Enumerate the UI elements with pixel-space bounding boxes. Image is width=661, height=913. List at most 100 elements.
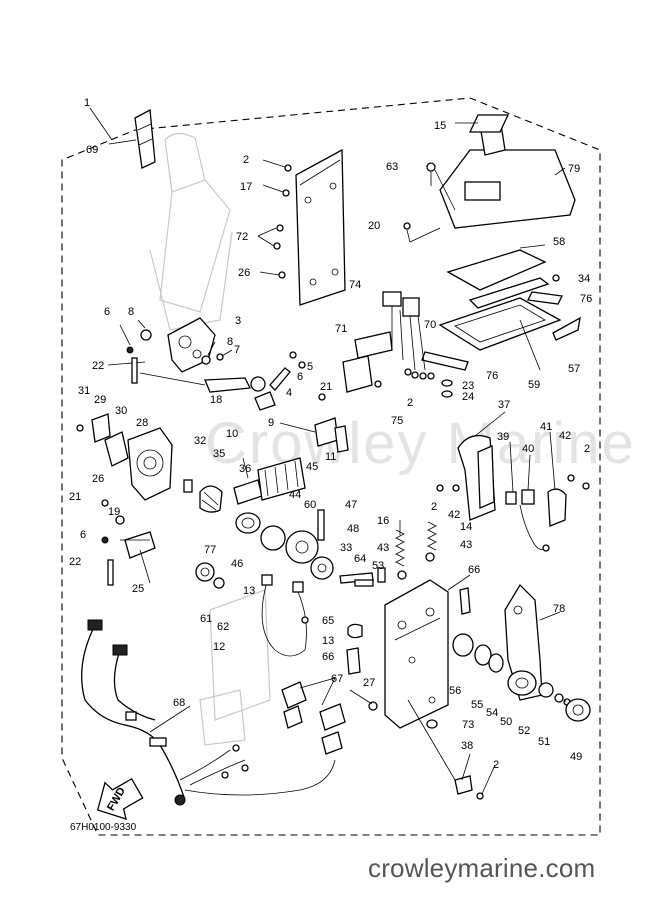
part-label-38[interactable]: 38 xyxy=(461,740,473,752)
part-label-37[interactable]: 37 xyxy=(498,399,510,411)
part-label-17[interactable]: 17 xyxy=(240,181,252,193)
part-label-11[interactable]: 11 xyxy=(325,451,336,463)
part-label-29[interactable]: 29 xyxy=(94,394,106,406)
part-label-34[interactable]: 34 xyxy=(578,273,590,285)
part-label-15[interactable]: 15 xyxy=(434,120,446,132)
part-label-4[interactable]: 4 xyxy=(286,387,292,399)
part-label-47[interactable]: 47 xyxy=(345,499,357,511)
part-label-16[interactable]: 16 xyxy=(377,515,389,527)
part-label-49[interactable]: 49 xyxy=(570,751,582,763)
part-label-66[interactable]: 66 xyxy=(468,564,480,576)
part-label-56[interactable]: 56 xyxy=(449,685,461,697)
part-label-33[interactable]: 33 xyxy=(340,542,352,554)
part-label-27[interactable]: 27 xyxy=(363,677,375,689)
part-label-13[interactable]: 13 xyxy=(322,635,334,647)
part-label-42[interactable]: 42 xyxy=(559,430,571,442)
part-label-14[interactable]: 14 xyxy=(460,521,472,533)
part-label-74[interactable]: 74 xyxy=(349,279,361,291)
part-label-64[interactable]: 64 xyxy=(354,553,366,565)
part-label-23[interactable]: 23 xyxy=(462,380,474,392)
part-label-53[interactable]: 53 xyxy=(372,560,384,572)
washer-23 xyxy=(441,379,453,387)
part-label-57[interactable]: 57 xyxy=(568,363,580,375)
part-label-1[interactable]: 1 xyxy=(84,97,90,109)
part-label-41[interactable]: 41 xyxy=(540,421,552,433)
part-label-2[interactable]: 2 xyxy=(407,397,413,409)
part-label-39[interactable]: 39 xyxy=(497,431,509,443)
part-label-19[interactable]: 19 xyxy=(108,506,120,518)
part-label-50[interactable]: 50 xyxy=(500,716,512,728)
part-label-77[interactable]: 77 xyxy=(204,544,216,556)
part-label-44[interactable]: 44 xyxy=(289,489,301,501)
part-label-7[interactable]: 7 xyxy=(234,344,240,356)
part-label-18[interactable]: 18 xyxy=(210,394,222,406)
part-label-9[interactable]: 9 xyxy=(268,417,274,429)
part-label-45[interactable]: 45 xyxy=(306,461,318,473)
part-label-28[interactable]: 28 xyxy=(136,417,148,429)
part-label-79[interactable]: 79 xyxy=(568,163,580,175)
part-label-31[interactable]: 31 xyxy=(78,385,90,397)
part-label-43[interactable]: 43 xyxy=(377,542,389,554)
part-label-46[interactable]: 46 xyxy=(231,558,243,570)
part-label-25[interactable]: 25 xyxy=(132,583,144,595)
part-label-22[interactable]: 22 xyxy=(69,556,81,568)
part-label-21[interactable]: 21 xyxy=(320,381,332,393)
part-label-71[interactable]: 71 xyxy=(335,323,347,335)
part-label-52[interactable]: 52 xyxy=(518,725,530,737)
part-label-51[interactable]: 51 xyxy=(538,736,550,748)
part-label-6[interactable]: 6 xyxy=(297,371,303,383)
part-label-54[interactable]: 54 xyxy=(486,707,498,719)
part-label-62[interactable]: 62 xyxy=(217,621,229,633)
part-label-13[interactable]: 13 xyxy=(243,585,255,597)
part-label-42[interactable]: 42 xyxy=(448,509,460,521)
part-label-32[interactable]: 32 xyxy=(194,435,206,447)
part-label-35[interactable]: 35 xyxy=(213,448,225,460)
part-label-69[interactable]: 69 xyxy=(86,144,98,156)
part-label-75[interactable]: 75 xyxy=(391,415,403,427)
part-label-67[interactable]: 67 xyxy=(331,673,343,685)
part-label-6[interactable]: 6 xyxy=(104,306,110,318)
part-label-36[interactable]: 36 xyxy=(239,463,251,475)
part-label-63[interactable]: 63 xyxy=(386,161,398,173)
site-url-link[interactable]: crowleymarine.com xyxy=(368,853,596,883)
part-label-8[interactable]: 8 xyxy=(128,306,134,318)
part-label-66[interactable]: 66 xyxy=(322,651,334,663)
part-label-22[interactable]: 22 xyxy=(92,360,104,372)
part-label-2[interactable]: 2 xyxy=(584,443,590,455)
part-label-21[interactable]: 21 xyxy=(69,491,81,503)
part-label-72[interactable]: 72 xyxy=(236,231,248,243)
part-label-73[interactable]: 73 xyxy=(462,719,474,731)
part-label-2[interactable]: 2 xyxy=(493,759,499,771)
part-label-10[interactable]: 10 xyxy=(226,428,238,440)
screws-top-center xyxy=(257,159,292,279)
part-label-6[interactable]: 6 xyxy=(80,529,86,541)
part-label-78[interactable]: 78 xyxy=(553,603,565,615)
part-label-48[interactable]: 48 xyxy=(347,523,359,535)
part-label-20[interactable]: 20 xyxy=(368,220,380,232)
part-label-30[interactable]: 30 xyxy=(115,405,127,417)
part-label-2[interactable]: 2 xyxy=(243,154,249,166)
part-label-61[interactable]: 61 xyxy=(200,613,212,625)
part-label-43[interactable]: 43 xyxy=(460,539,472,551)
part-label-65[interactable]: 65 xyxy=(322,615,334,627)
part-label-40[interactable]: 40 xyxy=(522,443,534,455)
part-label-59[interactable]: 59 xyxy=(528,379,540,391)
part-label-76[interactable]: 76 xyxy=(580,293,592,305)
part-label-76[interactable]: 76 xyxy=(486,370,498,382)
part-label-12[interactable]: 12 xyxy=(213,641,225,653)
part-label-68[interactable]: 68 xyxy=(173,697,185,709)
part-label-2[interactable]: 2 xyxy=(431,501,437,513)
part-label-3[interactable]: 3 xyxy=(235,315,241,327)
part-label-55[interactable]: 55 xyxy=(471,699,483,711)
connectors-67 xyxy=(281,681,346,755)
part-label-8[interactable]: 8 xyxy=(227,336,233,348)
part-label-60[interactable]: 60 xyxy=(304,499,316,511)
part-label-26[interactable]: 26 xyxy=(92,473,104,485)
part-label-5[interactable]: 5 xyxy=(307,361,313,373)
part-label-24[interactable]: 24 xyxy=(462,391,474,403)
part-label-26[interactable]: 26 xyxy=(238,267,250,279)
ring-55 xyxy=(474,644,492,666)
part-label-70[interactable]: 70 xyxy=(424,319,436,331)
leader-lines xyxy=(119,319,567,795)
part-label-58[interactable]: 58 xyxy=(553,236,565,248)
